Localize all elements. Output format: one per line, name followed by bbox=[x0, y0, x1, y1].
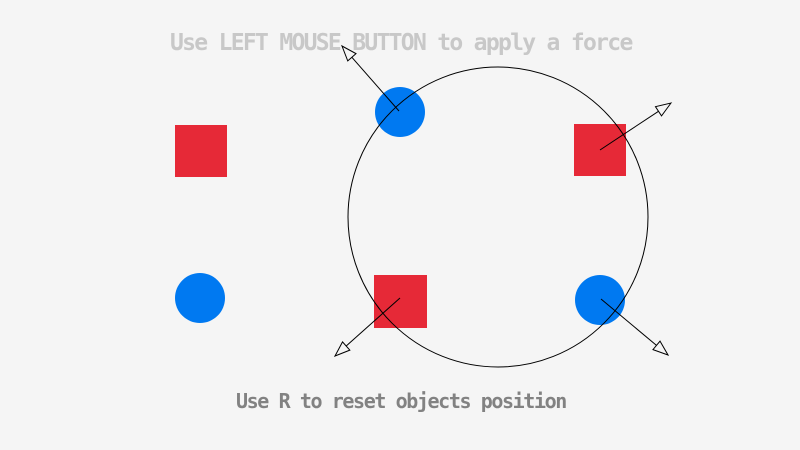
instruction-reset: Use R to reset objects position bbox=[236, 389, 567, 413]
physics-body-red-square-center[interactable] bbox=[374, 275, 427, 328]
physics-body-blue-circle-left[interactable] bbox=[175, 273, 225, 323]
force-arrow-top-right bbox=[599, 102, 673, 151]
physics-body-blue-circle-top[interactable] bbox=[375, 87, 425, 137]
instruction-apply-force: Use LEFT MOUSE BUTTON to apply a force bbox=[170, 30, 633, 56]
force-arrow-bottom-left bbox=[333, 297, 401, 357]
physics-body-red-square-left[interactable] bbox=[175, 125, 227, 177]
force-arrow-top-left bbox=[341, 44, 400, 112]
boundary-circle bbox=[347, 66, 649, 368]
force-arrow-bottom-right bbox=[600, 298, 670, 356]
physics-body-blue-circle-right[interactable] bbox=[575, 275, 625, 325]
